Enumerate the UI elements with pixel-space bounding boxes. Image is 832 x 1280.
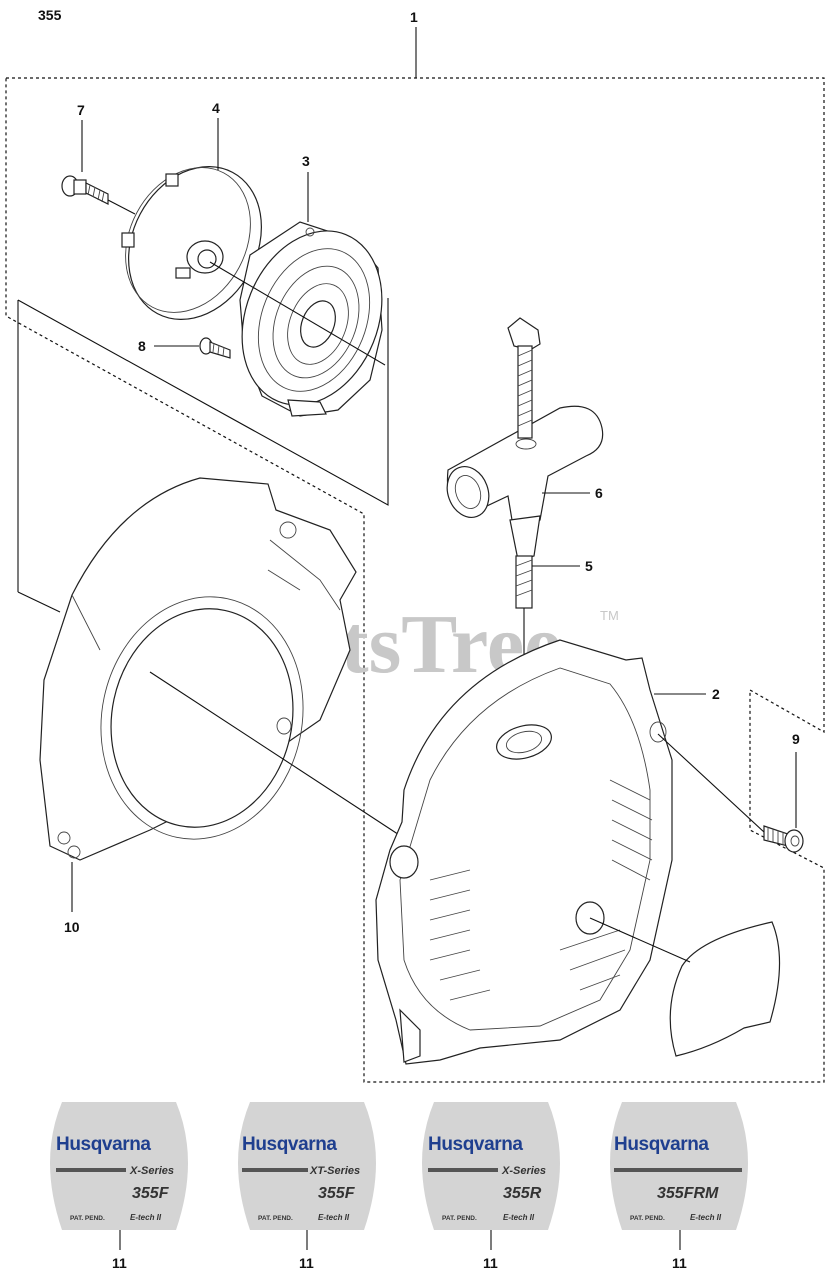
assembly-boundary <box>5 77 825 1083</box>
decal-2-pat: PAT. PEND. <box>258 1215 293 1222</box>
callout-9[interactable]: 9 <box>792 731 800 747</box>
decal-2-etech: E-tech II <box>318 1213 350 1222</box>
screw-part-9[interactable] <box>763 825 804 853</box>
subassembly-frame <box>17 298 389 613</box>
callout-4[interactable]: 4 <box>212 100 220 116</box>
decal-355frm[interactable]: Husqvarna 355FRM PAT. PEND. E-tech II <box>610 1102 748 1230</box>
watermark-tm: TM <box>600 608 619 623</box>
decals-group: Husqvarna X-Series 355F PAT. PEND. E-tec… <box>50 1102 748 1271</box>
axis-10 <box>149 671 411 843</box>
callout-7[interactable]: 7 <box>77 102 85 118</box>
decal-3-brand: Husqvarna <box>428 1134 523 1155</box>
axis-window <box>589 917 691 963</box>
decal-4-model: 355FRM <box>657 1185 719 1202</box>
rope-knot <box>507 317 541 439</box>
model-label: 355 <box>38 7 62 23</box>
screw-part-8[interactable] <box>199 337 231 359</box>
decal-1-etech: E-tech II <box>130 1213 162 1222</box>
decal-1-brand: Husqvarna <box>56 1134 151 1155</box>
decal-3-series: X-Series <box>501 1165 546 1177</box>
handle-part-6[interactable] <box>440 405 604 561</box>
decal-4-brand: Husqvarna <box>614 1134 709 1155</box>
window-insert <box>669 921 781 1057</box>
decal-3-model: 355R <box>503 1185 542 1202</box>
callout-8[interactable]: 8 <box>138 338 146 354</box>
decal-2-brand: Husqvarna <box>242 1134 337 1155</box>
decal-3-pat: PAT. PEND. <box>442 1215 477 1222</box>
decal-3-etech: E-tech II <box>503 1213 535 1222</box>
callout-3[interactable]: 3 <box>302 153 310 169</box>
screw-part-7[interactable] <box>61 175 109 205</box>
starter-housing-part-2[interactable] <box>375 639 673 1065</box>
decal-4-etech: E-tech II <box>690 1213 722 1222</box>
callout-11b[interactable]: 11 <box>299 1255 314 1271</box>
rope-part-5[interactable] <box>515 555 533 609</box>
callout-11a[interactable]: 11 <box>112 1255 127 1271</box>
decal-4-pat: PAT. PEND. <box>630 1215 665 1222</box>
axis-3 <box>209 261 386 366</box>
callout-2[interactable]: 2 <box>712 686 720 702</box>
axis-9 <box>657 733 765 833</box>
decal-2-model: 355F <box>318 1185 356 1202</box>
spring-housing-part-3[interactable] <box>217 210 407 426</box>
callout-10[interactable]: 10 <box>64 919 80 935</box>
decal-x-series-355f[interactable]: Husqvarna X-Series 355F PAT. PEND. E-tec… <box>50 1102 188 1230</box>
decal-2-series: XT-Series <box>309 1165 360 1177</box>
fan-cover-part-10[interactable] <box>39 477 357 861</box>
callout-5[interactable]: 5 <box>585 558 593 574</box>
decal-x-series-355r[interactable]: Husqvarna X-Series 355R PAT. PEND. E-tec… <box>422 1102 560 1230</box>
pulley-part-4[interactable] <box>101 143 287 342</box>
decal-1-series: X-Series <box>129 1165 174 1177</box>
axis-7 <box>107 199 136 215</box>
callout-6[interactable]: 6 <box>595 485 603 501</box>
callout-11d[interactable]: 11 <box>672 1255 687 1271</box>
decal-1-model: 355F <box>132 1185 170 1202</box>
callout-11c[interactable]: 11 <box>483 1255 498 1271</box>
decal-xt-series-355f[interactable]: Husqvarna XT-Series 355F PAT. PEND. E-te… <box>238 1102 376 1230</box>
decal-1-pat: PAT. PEND. <box>70 1215 105 1222</box>
callout-1[interactable]: 1 <box>410 9 418 25</box>
